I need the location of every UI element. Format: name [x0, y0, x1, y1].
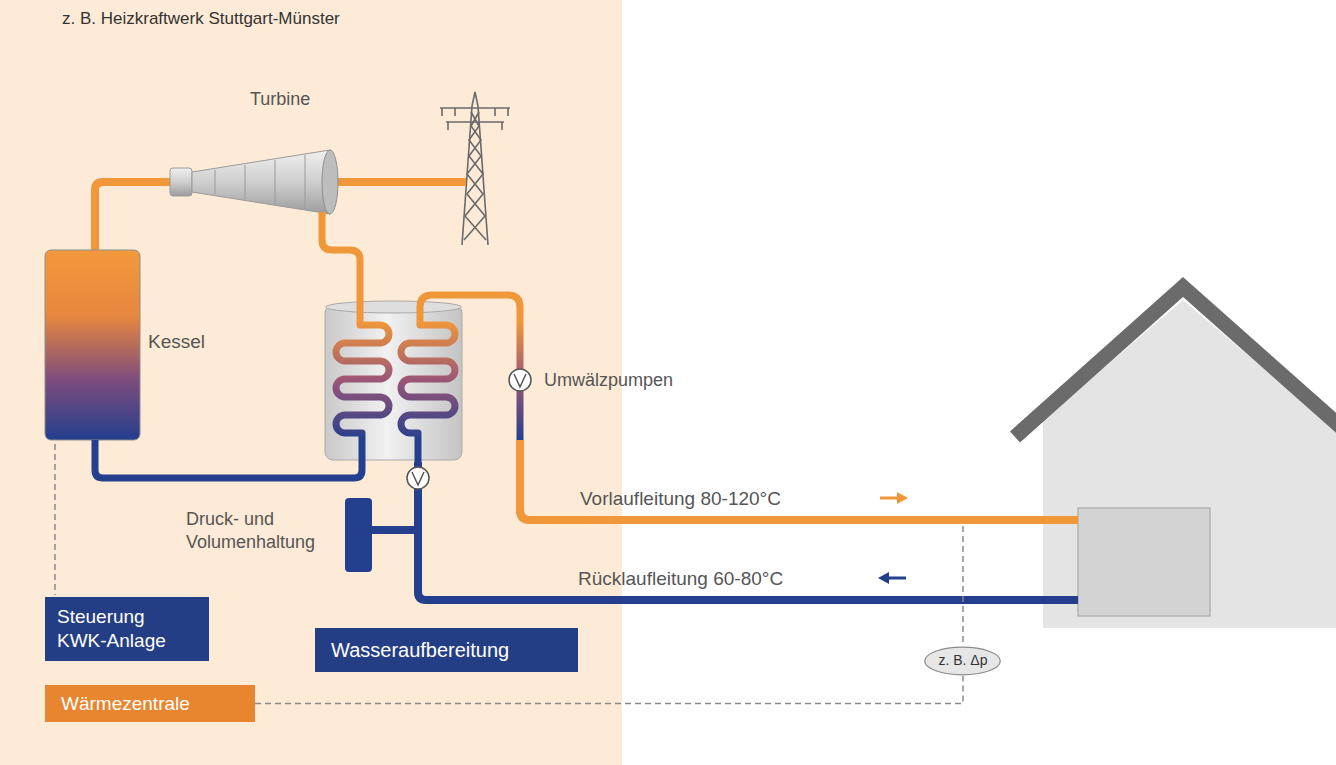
flow-arrow	[878, 572, 906, 584]
control-wire	[962, 526, 964, 646]
component-label-text: Druck- und Volumenhaltung	[186, 509, 315, 552]
turbine-symbol	[170, 150, 338, 214]
control-box-text: Steuerung KWK-Anlage	[57, 605, 197, 653]
house	[1015, 287, 1336, 628]
pump-symbol	[407, 467, 429, 489]
boiler-vessel	[45, 250, 140, 440]
plant-title: z. B. Heizkraftwerk Stuttgart-Münster	[62, 8, 340, 29]
power-pylon	[440, 92, 510, 245]
pressure-vessel	[345, 498, 418, 572]
process-box: Wärmezentrale	[45, 685, 255, 722]
control-box: Steuerung KWK-Anlage	[45, 597, 209, 661]
process-box: Wasseraufbereitung	[315, 628, 578, 672]
pipe-label-text: Rücklaufleitung 60-80°C	[578, 568, 783, 589]
component-label: Kessel	[148, 330, 205, 354]
primary-coil	[95, 212, 389, 478]
component-label: Druck- und Volumenhaltung	[186, 508, 336, 553]
pipe-label-text: Vorlaufleitung 80-120°C	[580, 488, 781, 509]
component-label-text: Kessel	[148, 331, 205, 352]
control-wire	[54, 444, 56, 595]
control-line	[255, 676, 963, 704]
district-heating-loop	[401, 295, 1078, 600]
flow-arrow	[880, 492, 908, 504]
pump-symbol	[509, 369, 531, 391]
ellipse-shape	[925, 647, 1001, 675]
pipe-label: Rücklaufleitung 60-80°C	[578, 567, 783, 591]
supply-pipe	[520, 440, 1078, 520]
plant-panel	[0, 0, 622, 765]
component-label: Turbine	[250, 88, 310, 111]
return-pipe	[418, 462, 1078, 600]
sensor-ellipse: z. B. Δp	[924, 646, 1001, 676]
pipe-label: Vorlaufleitung 80-120°C	[580, 487, 781, 511]
process-box-text: Wasseraufbereitung	[331, 638, 509, 663]
steam-pipe	[95, 182, 176, 252]
component-label-text: Umwälzpumpen	[544, 370, 673, 390]
component-label: Umwälzpumpen	[544, 369, 673, 392]
generator-line	[336, 178, 466, 186]
sensor-ellipse-text: z. B. Δp	[938, 652, 987, 670]
component-label-text: Turbine	[250, 89, 310, 109]
plant-title-text: z. B. Heizkraftwerk Stuttgart-Münster	[62, 9, 340, 28]
process-box-text: Wärmezentrale	[61, 692, 190, 716]
